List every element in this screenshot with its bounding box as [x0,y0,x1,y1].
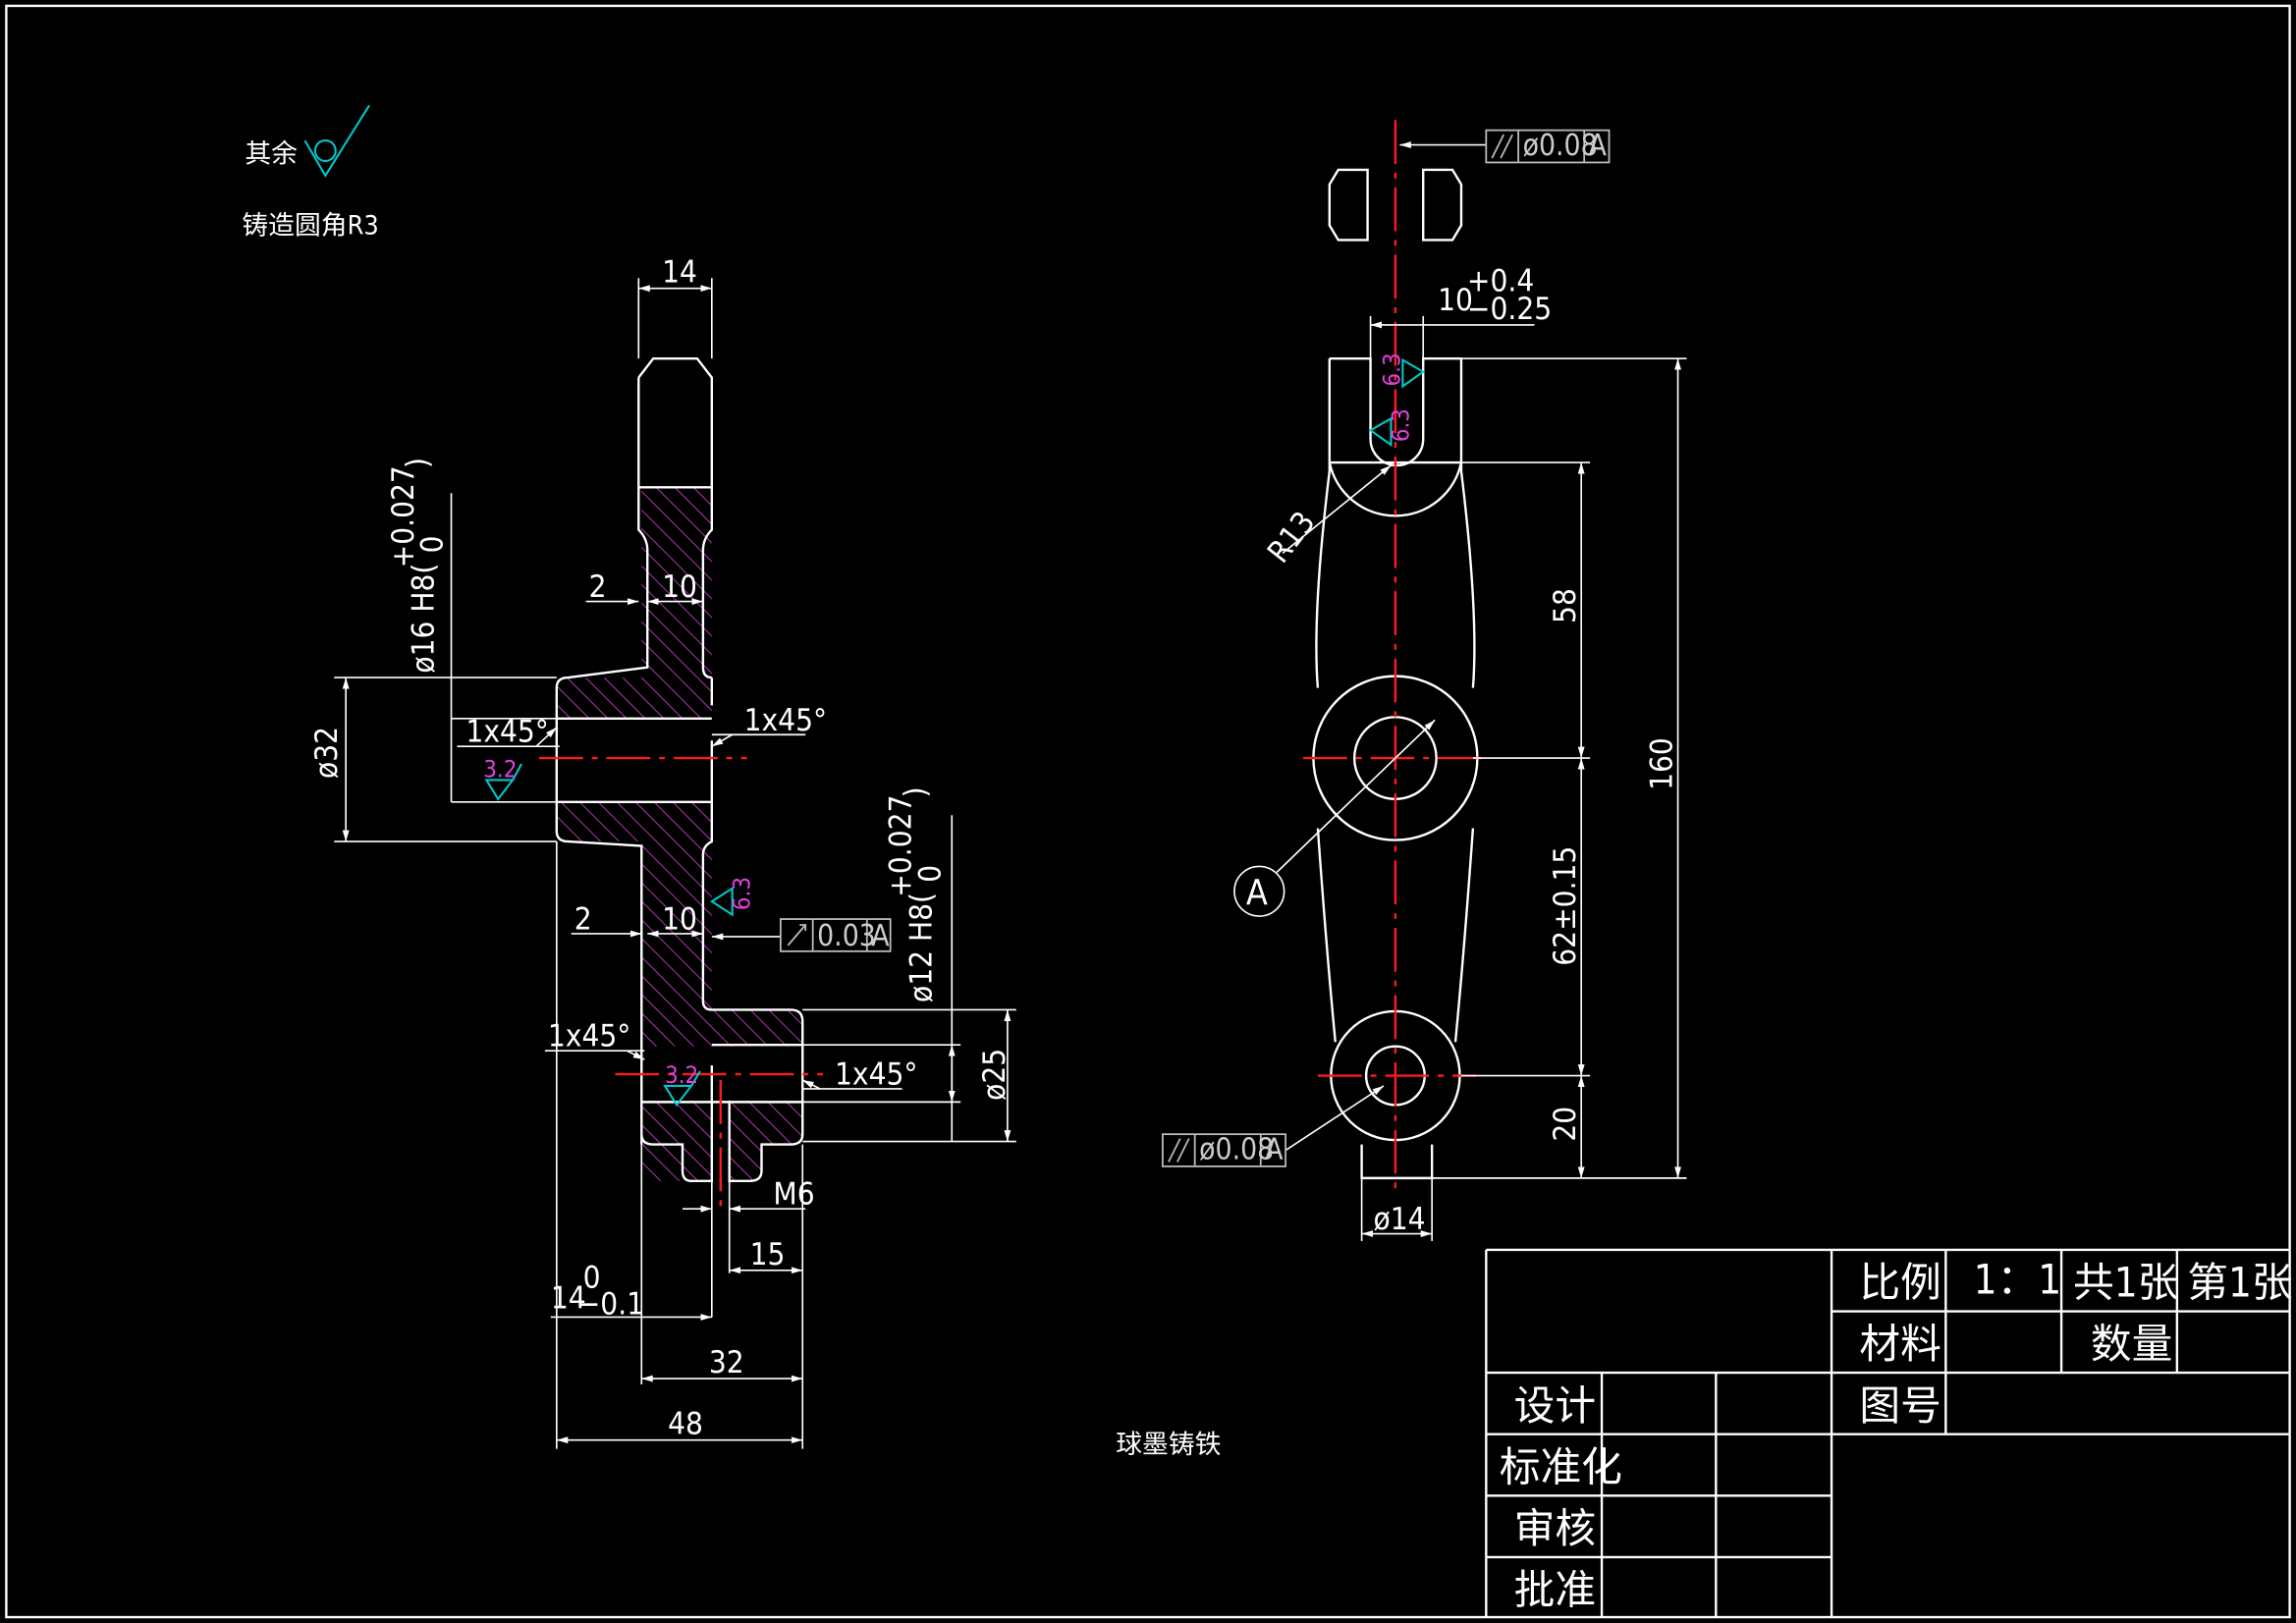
roughness-icon [484,763,522,801]
parallel-icon [1168,1138,1190,1163]
dim-hole-lower-tol-plus: +0.027 [884,795,919,897]
dim-160: 160 [1645,737,1680,790]
roughness-icon [663,1070,701,1108]
dim-hole-upper-tol-zero: 0 [415,535,451,553]
roughness-icon [709,886,734,917]
tb-scale-label: 比例 [1859,1259,1941,1307]
parallel-top-datum: A [1589,129,1608,163]
tb-quantity-label: 数量 [2091,1320,2172,1368]
tb-standardization: 标准化 [1500,1442,1622,1490]
dim-62: 62±0.15 [1548,846,1583,966]
dim-hole-upper-tol-plus: +0.027 [386,465,421,568]
note-material: 球墨铸铁 [1116,1430,1221,1460]
parallel-frame-top: ø0.08 A [1485,129,1611,164]
chamfer-c: 1x45° [548,1019,630,1055]
dim-boss-32: ø32 [309,727,345,779]
drawing-frame [5,4,2291,1619]
roughness-icon [1368,357,1426,448]
runout-value: 0.03 [817,919,876,953]
tb-design: 设计 [1514,1381,1596,1430]
dim-15: 15 [750,1237,786,1272]
roughness-slot-b: 6.3 [1387,408,1414,442]
roughness-c: 3.2 [665,1061,698,1089]
dim-14-tol-upper: 0 [583,1261,601,1296]
parallel-bottom-value: ø0.08 [1199,1133,1274,1167]
dim-hole-lower: ø12 H8( [903,893,939,1002]
roughness-slot-a: 6.3 [1378,352,1405,386]
section-outline [555,356,804,1183]
datum-label: A [1246,873,1268,913]
tb-approve: 批准 [1514,1566,1596,1614]
dim-dia14: ø14 [1374,1202,1426,1237]
dim-hole-upper-close: ) [401,458,436,468]
dim-14-tol-lower: −0.1 [577,1286,644,1322]
parallel-frame-bottom: ø0.08 A [1162,1133,1287,1167]
parallel-bottom-datum: A [1265,1133,1284,1167]
front-view: ø0.08 A 10 +0.4 −0.25 6.3 [1162,120,1687,1241]
runout-arrow-icon [787,924,807,947]
dim-boss-25: ø25 [977,1049,1012,1101]
tb-material-label: 材料 [1859,1320,1941,1368]
roughness-a: 3.2 [483,755,517,783]
dim-slot-tol-plus: +0.4 [1467,264,1534,299]
tb-drawing-no-label: 图号 [1859,1381,1941,1430]
parallel-icon [1491,134,1513,159]
dim-step-2a: 2 [589,569,607,605]
section-hatch [556,487,803,1181]
dim-radius: R13 [1261,505,1322,569]
dim-hole-lower-tol-zero: 0 [912,865,948,883]
roughness-b: 6.3 [729,877,756,910]
dim-slot-tol-minus: −0.25 [1467,292,1552,327]
section-view: 14 ø16 H8( +0.027 0 ) 2 10 ø32 [309,255,1016,1449]
dim-slot-base: 10 [1438,283,1473,318]
tb-scale-value: 1：1 [1974,1256,2061,1304]
runout-frame: 0.03 A [779,918,892,953]
dim-web-10a: 10 [662,569,697,605]
dim-hole-lower-close: ) [898,786,933,797]
tb-review: 审核 [1514,1504,1596,1552]
dim-thread: M6 [773,1177,814,1213]
dim-20: 20 [1548,1107,1583,1142]
dim-14-base: 14 [551,1281,586,1317]
tb-sheets-total: 共1张 [2073,1259,2178,1307]
tb-sheet-no: 第1张 [2187,1259,2292,1307]
runout-datum: A [871,919,890,953]
dim-web-10b: 10 [662,901,697,937]
title-block: 比例 1：1 共1张 第1张 材料 数量 图号 设计 标准化 审核 批准 [1485,1248,2293,1618]
note-casting-fillet: 铸造圆角R3 [242,210,378,241]
roughness-rest-icon [303,104,370,178]
dim-58: 58 [1548,588,1583,623]
dim-step-2b: 2 [574,901,592,937]
link-outline [1315,356,1476,1180]
dim-hole-upper: ø16 H8( [407,564,442,674]
note-surface-rest: 其余 [245,138,298,169]
chamfer-a: 1x45° [465,715,548,750]
chamfer-b: 1x45° [744,703,827,738]
dim-top-width: 14 [662,255,697,291]
dim-32: 32 [709,1345,744,1380]
chamfer-d: 1x45° [835,1056,917,1092]
parallel-top-value: ø0.08 [1523,129,1598,163]
dim-48: 48 [668,1407,703,1442]
